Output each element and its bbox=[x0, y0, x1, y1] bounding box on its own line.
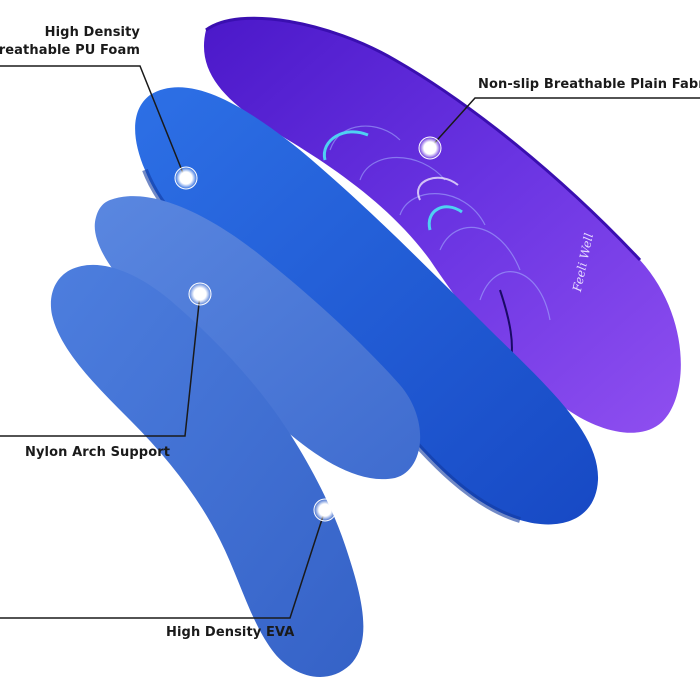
callout-dot-nylon bbox=[188, 282, 212, 306]
fabric-layer bbox=[203, 16, 681, 433]
label-nylon-arch: Nylon Arch Support bbox=[25, 445, 171, 460]
leader-line-nylon bbox=[0, 293, 201, 437]
leader-line-fabric bbox=[429, 97, 700, 149]
label-pu-foam-line1: High Density bbox=[44, 25, 140, 40]
label-eva: High Density EVA bbox=[166, 625, 295, 640]
leader-lines bbox=[0, 65, 700, 619]
label-pu-foam-line2: Breathable PU Foam bbox=[0, 43, 140, 58]
leader-line-pu-foam bbox=[0, 65, 186, 179]
eva-layer bbox=[50, 264, 364, 677]
callout-dot-pu-foam bbox=[174, 166, 198, 190]
callout-dot-eva bbox=[313, 498, 337, 522]
leader-line-eva bbox=[0, 509, 326, 619]
label-plain-fabric: Non-slip Breathable Plain Fabric bbox=[478, 77, 700, 92]
label-pu-foam: High Density Breathable PU Foam bbox=[0, 24, 140, 60]
callout-dot-fabric bbox=[418, 136, 442, 160]
nylon-arch-layer bbox=[94, 196, 421, 480]
callout-dots bbox=[174, 136, 442, 522]
